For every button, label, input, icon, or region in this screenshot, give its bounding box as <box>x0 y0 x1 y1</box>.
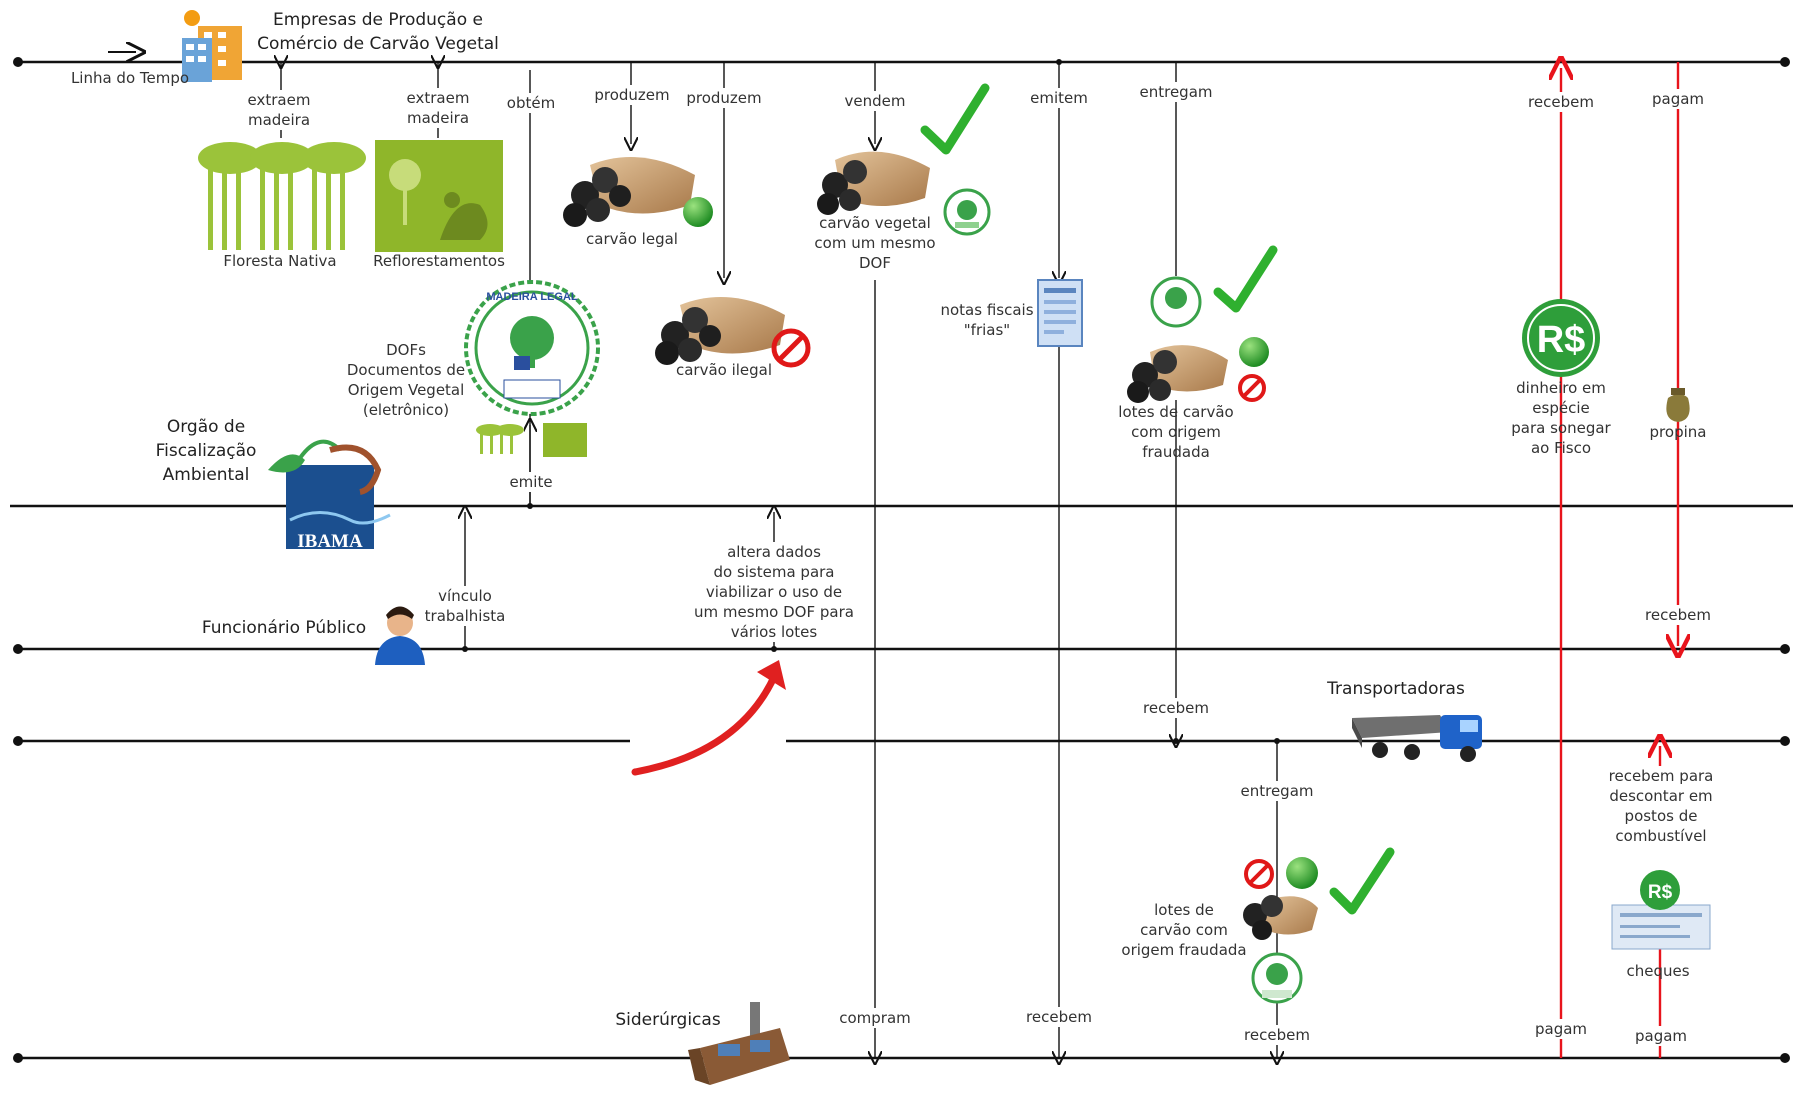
checkmark-icon <box>1329 847 1395 915</box>
dof-forest-thumb-icon <box>474 423 587 457</box>
companies-label: Empresas de Produção e Comércio de Carvã… <box>257 10 499 54</box>
prohibited-icon <box>1244 859 1274 889</box>
ibama-logo <box>268 439 391 549</box>
dof-seal-icon <box>1251 952 1303 1004</box>
invoice-document-icon <box>1037 279 1083 347</box>
verb-recebem-5: recebem <box>1241 1025 1313 1045</box>
label-dofs: DOFs Documentos de Origem Vegetal (eletr… <box>346 341 466 419</box>
lane-endpoints <box>13 57 1790 1063</box>
money-bag-icon <box>1666 388 1690 422</box>
charcoal-sack-legal-icon <box>563 157 695 227</box>
money-badge-icon <box>1522 299 1600 377</box>
truck-icon <box>1352 715 1482 762</box>
verb-pagam-1: pagam <box>1648 89 1708 109</box>
verb-extraem-1: extraem madeira <box>244 90 314 130</box>
factory-icon <box>688 1002 790 1085</box>
dof-seal-small-icon <box>943 188 991 236</box>
verb-recebem-3: recebem <box>1140 698 1212 718</box>
verb-produzem-1: produzem <box>591 85 673 105</box>
verb-recebem-2: recebem <box>1642 605 1714 625</box>
label-propina: propina <box>1649 423 1707 441</box>
seal-text: MADEIRA LEGAL <box>486 291 578 303</box>
verb-extraem-2: extraem madeira <box>403 88 473 128</box>
green-status-icon <box>683 197 713 227</box>
label-notas: notas fiscais "frias" <box>940 301 1034 339</box>
verb-recebem-para: recebem para descontar em postos de comb… <box>1595 766 1727 846</box>
green-status-icon <box>1286 857 1318 889</box>
charcoal-sack-fraud-icon <box>1127 345 1228 403</box>
cheque-money-symbol: R$ <box>1648 882 1673 903</box>
green-status-icon <box>1239 337 1269 367</box>
reforestation-icon <box>375 140 503 252</box>
charcoal-sack-fraud-icon <box>1243 895 1318 940</box>
label-carvao-mesmo-dof: carvão vegetal com um mesmo DOF <box>814 214 936 272</box>
verb-produzem-2: produzem <box>683 88 765 108</box>
verb-vinculo: vínculo trabalhista <box>421 586 509 626</box>
agency-label: Orgão de Fiscalização Ambiental <box>155 417 257 485</box>
label-dinheiro: dinheiro em espécie para sonegar ao Fisc… <box>1511 379 1611 457</box>
label-cheques: cheques <box>1626 962 1690 980</box>
label-carvao-legal: carvão legal <box>586 230 678 248</box>
verb-recebem-4: recebem <box>1023 1007 1095 1027</box>
verb-compram: compram <box>836 1008 914 1028</box>
verb-emitem: emitem <box>1027 88 1091 108</box>
madeira-legal-seal-icon <box>464 280 600 416</box>
official-label: Funcionário Público <box>201 618 367 638</box>
verb-recebem-1: recebem <box>1525 92 1597 112</box>
steel-label: Siderúrgicas <box>615 1010 721 1030</box>
prohibited-icon <box>1238 374 1266 402</box>
verb-entregam-2: entregam <box>1237 781 1317 801</box>
label-floresta: Floresta Nativa <box>223 252 337 270</box>
money-symbol: R$ <box>1537 319 1586 361</box>
label-reflorestamentos: Reflorestamentos <box>373 252 505 270</box>
verb-pagam-3: pagam <box>1631 1026 1691 1046</box>
cheque-icon <box>1611 870 1711 950</box>
verb-entregam-1: entregam <box>1136 82 1216 102</box>
red-curved-arrow <box>631 671 779 776</box>
verb-altera: altera dados do sistema para viabilizar … <box>691 542 857 642</box>
label-lotes-1: lotes de carvão com origem fraudada <box>1118 403 1234 461</box>
verb-vendem: vendem <box>841 91 909 111</box>
checkmark-icon <box>1213 245 1278 313</box>
dof-seal-icon <box>1150 276 1202 328</box>
label-lotes-2: lotes de carvão com origem fraudada <box>1121 901 1247 959</box>
company-building-icon <box>182 10 242 82</box>
charcoal-sack-dof-icon <box>817 151 930 215</box>
forest-native-icon <box>198 140 366 252</box>
verb-pagam-2: pagam <box>1531 1019 1591 1039</box>
label-carvao-ilegal: carvão ilegal <box>675 361 773 379</box>
timeline-label: Linha do Tempo <box>70 69 190 87</box>
carriers-label: Transportadoras <box>1327 679 1465 699</box>
charcoal-sack-illegal-icon <box>655 297 785 365</box>
checkmark-icon <box>920 83 990 155</box>
prohibited-icon <box>771 328 811 368</box>
verb-emite: emite <box>506 472 556 492</box>
ibama-logo-text: IBAMA <box>297 531 363 552</box>
person-icon <box>375 606 425 665</box>
verb-obtem: obtém <box>503 93 559 113</box>
